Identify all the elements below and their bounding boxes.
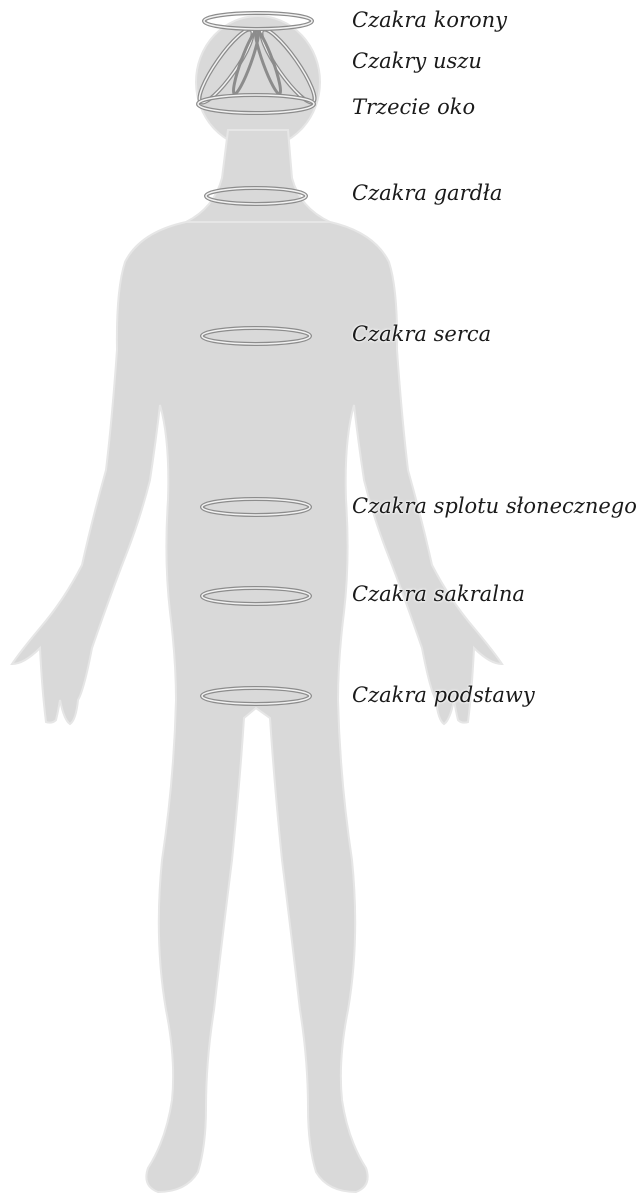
- torso-shape: [12, 222, 502, 1192]
- label-sacral-chakra: Czakra sakralna: [352, 582, 525, 606]
- label-crown-chakra: Czakra korony: [352, 8, 507, 32]
- label-ear-chakras: Czakry uszu: [352, 49, 482, 73]
- neck-shape: [186, 130, 330, 222]
- label-third-eye: Trzecie oko: [352, 95, 475, 119]
- label-throat-chakra: Czakra gardła: [352, 181, 502, 205]
- label-heart-chakra: Czakra serca: [352, 322, 491, 346]
- label-root-chakra: Czakra podstawy: [352, 683, 535, 707]
- label-solar-plexus-chakra: Czakra splotu słonecznego: [352, 494, 637, 518]
